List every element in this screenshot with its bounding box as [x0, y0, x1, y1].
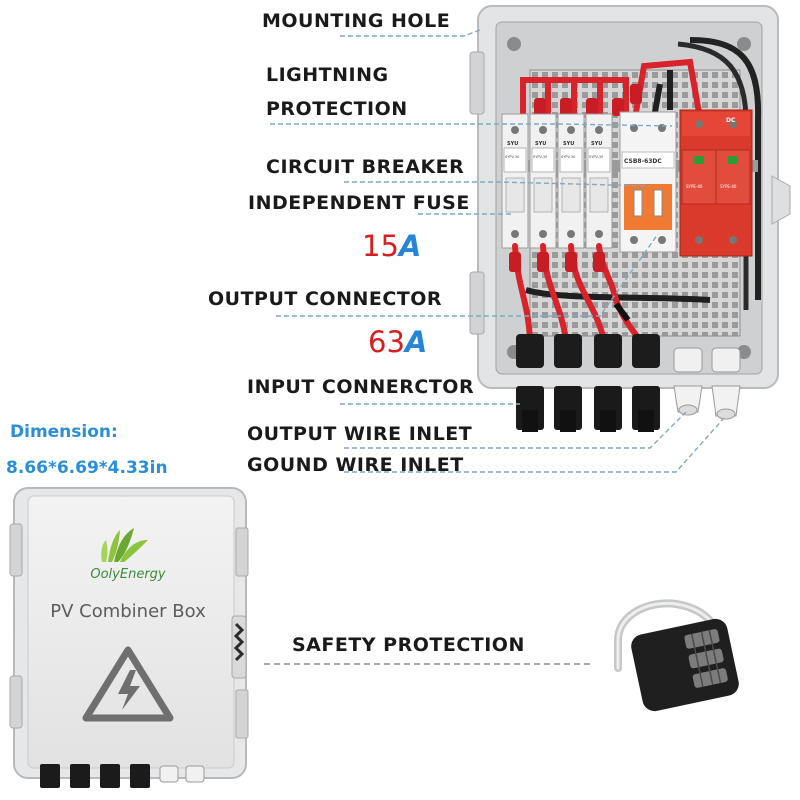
fuse-model-text: SYPV-30 [533, 155, 547, 159]
output-rating-value: 63 [368, 325, 405, 359]
logo-leaf-icon [101, 528, 148, 562]
fuse-brand-text: SYU [535, 141, 546, 147]
label-output-wire-inlet: OUTPUT WIRE INLET [247, 423, 473, 445]
fuse-holders: SYU SYU SYU SYU SYPV-30 SYPV-30 SYPV-30 … [501, 113, 613, 249]
open-enclosure: SYU SYU SYU SYU SYPV-30 SYPV-30 SYPV-30 … [469, 5, 791, 389]
padlock-icon [614, 599, 739, 712]
brand-name: OolyEnergy [90, 567, 166, 582]
fuse-rating-unit: A [398, 229, 422, 263]
fuse-brand-text: SYU [591, 141, 602, 147]
fuse-rating: 15A [362, 232, 421, 261]
spd-model-text: SYPE-40 [720, 184, 737, 189]
label-ground-wire-inlet: GOUND WIRE INLET [247, 454, 464, 476]
label-output-connector: OUTPUT CONNECTOR [208, 288, 443, 310]
front-enclosure: OolyEnergy PV Combiner Box [9, 487, 249, 788]
fuse-rating-value: 15 [362, 229, 399, 263]
leader-lines [270, 29, 725, 473]
dimension-title: Dimension: [10, 422, 118, 442]
fuse-brand-text: SYU [563, 141, 574, 147]
fuse-model-text: SYPV-30 [561, 155, 575, 159]
spd-model-text: SYPE-40 [686, 184, 703, 189]
label-input-connector: INPUT CONNERCTOR [247, 376, 475, 398]
dimension-value: 8.66*6.69*4.33in [6, 458, 168, 478]
fuse-model-text: SYPV-30 [505, 155, 519, 159]
breaker-model-text: CSB8-63DC [624, 158, 662, 165]
surge-protector-device: DC SYPE-40 SYPE-40 [679, 109, 753, 257]
circuit-breaker-device: CSB8-63DC [619, 111, 677, 253]
label-lightning-line1: LIGHTNING [266, 64, 389, 86]
output-rating-unit: A [404, 325, 428, 359]
input-connectors [516, 386, 660, 432]
output-rating: 63A [368, 328, 427, 357]
high-voltage-warning-icon [82, 646, 174, 722]
spd-brand-text: DC [726, 117, 736, 124]
fuse-model-text: SYPV-30 [589, 155, 603, 159]
label-mounting-hole: MOUNTING HOLE [262, 10, 451, 32]
label-lightning-line2: PROTECTION [266, 98, 408, 120]
label-independent-fuse: INDEPENDENT FUSE [248, 192, 470, 214]
label-safety-protection: SAFETY PROTECTION [292, 634, 525, 656]
product-name: PV Combiner Box [50, 601, 206, 622]
label-circuit-breaker: CIRCUIT BREAKER [266, 156, 465, 178]
cable-glands [673, 385, 741, 420]
fuse-brand-text: SYU [507, 141, 518, 147]
